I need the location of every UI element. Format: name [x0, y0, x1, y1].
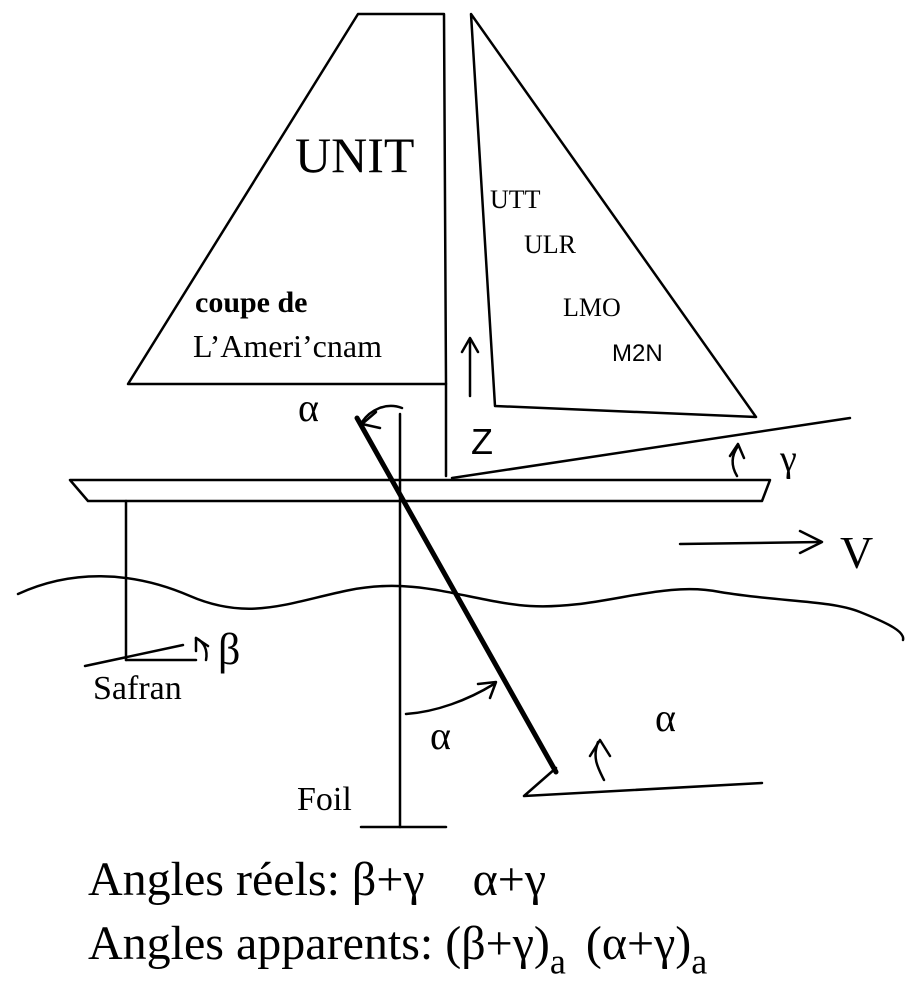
caption-apparent-term1: (β+γ)	[445, 917, 550, 970]
caption-apparent-term2: (α+γ)	[585, 917, 692, 970]
right-sail	[469, 12, 758, 419]
sail-text-americnam: L’Ameri’cnam	[193, 328, 382, 364]
beta-label: β	[218, 625, 241, 674]
alpha-mid-arc	[404, 682, 496, 716]
foil-wing	[522, 766, 764, 798]
alpha-wing-arrowhead	[588, 738, 612, 758]
v-arrow-shaft	[678, 540, 822, 546]
foil-label: Foil	[297, 781, 352, 818]
forestay-line	[450, 416, 852, 480]
sail-title-unit: UNIT	[295, 127, 415, 183]
water-surface	[16, 575, 905, 642]
caption-apparent-prefix: Angles apparents:	[88, 917, 446, 970]
caption-apparent-angles: Angles apparents: (β+γ)a(α+γ)a	[88, 917, 708, 982]
v-arrow-head	[798, 529, 824, 555]
caption-apparent-sub1: a	[549, 941, 566, 982]
v-label: V	[840, 527, 874, 578]
rudder-blade	[83, 643, 185, 668]
alpha-right-label: α	[655, 695, 676, 740]
alpha-mid-arrowhead	[476, 680, 498, 700]
beta-arrowhead	[194, 636, 210, 653]
caption-real-angles: Angles réels: β+γ α+γ	[88, 853, 547, 906]
alpha-wing-arc	[594, 740, 606, 782]
alpha-mid-label: α	[430, 713, 451, 758]
sail-item-utt: UTT	[490, 185, 541, 214]
sail-text-coupe: coupe de	[195, 286, 308, 319]
gamma-arrowhead	[728, 442, 746, 460]
safran-label: Safran	[93, 670, 182, 707]
z-label: Z	[471, 421, 493, 462]
sail-item-ulr: ULR	[524, 230, 576, 259]
sail-item-m2n: M2N	[612, 340, 663, 367]
alpha-top-arrowhead	[360, 410, 382, 430]
caption-apparent-sub2: a	[691, 941, 708, 982]
hull	[68, 478, 772, 503]
alpha-top-arc	[360, 404, 404, 424]
z-arrow-head	[460, 336, 480, 354]
alpha-top-label: α	[298, 385, 319, 430]
sail-item-lmo: LMO	[563, 293, 621, 322]
gamma-label: γ	[780, 438, 797, 480]
